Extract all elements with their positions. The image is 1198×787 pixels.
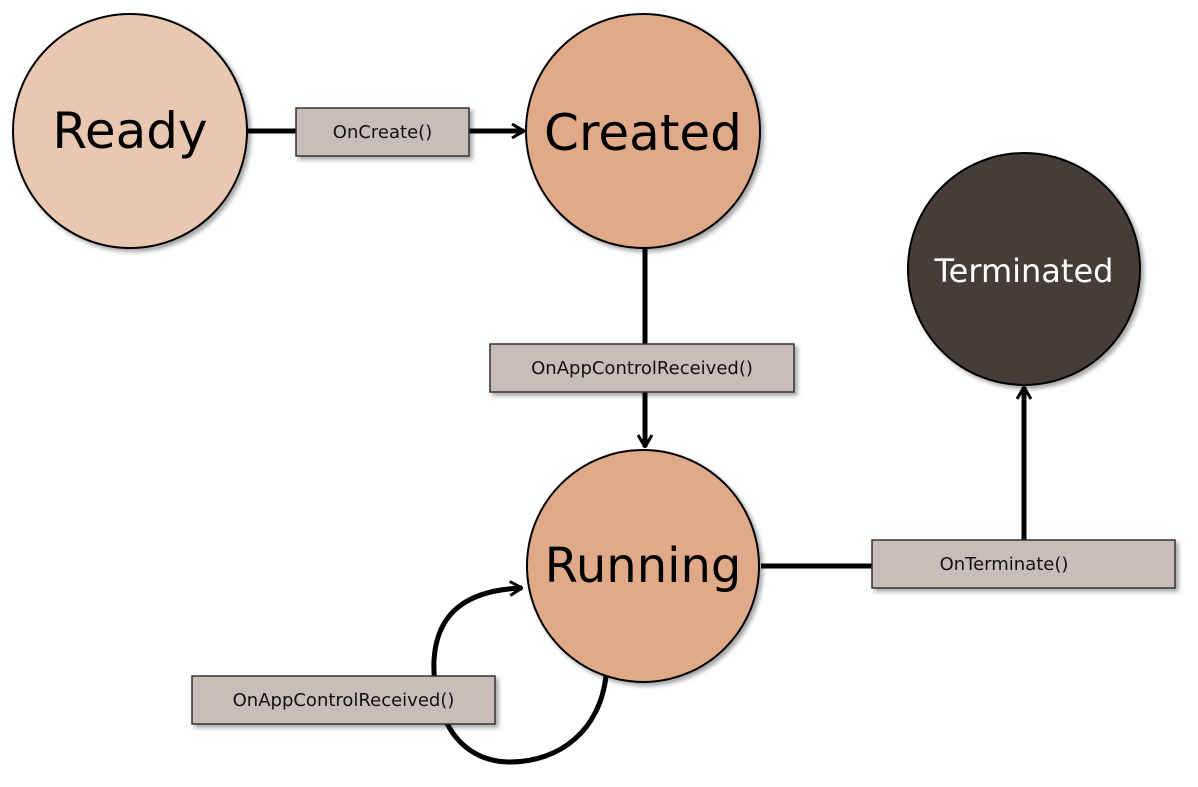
state-created-circle <box>525 13 761 249</box>
state-ready-circle <box>12 13 248 249</box>
transition-on-terminate: OnTerminate() <box>871 539 1176 589</box>
state-ready: Ready <box>12 13 248 249</box>
state-running: Running <box>526 449 760 683</box>
state-running-label: Running <box>545 538 742 594</box>
transition-on-app-control-received-loop-label: OnAppControlReceived() <box>233 690 455 711</box>
transition-on-create-label: OnCreate() <box>333 122 432 143</box>
transition-on-app-control-received-loop-box <box>191 675 496 725</box>
transition-on-terminate-box <box>871 539 1176 589</box>
state-terminated-circle <box>907 152 1141 386</box>
edge-running-loop <box>431 588 609 765</box>
transition-on-app-control-received-label: OnAppControlReceived() <box>531 358 753 379</box>
state-created-label: Created <box>544 104 742 162</box>
transition-on-terminate-label: OnTerminate() <box>940 554 1069 575</box>
state-ready-label: Ready <box>52 102 207 160</box>
transition-on-create-box <box>295 107 470 157</box>
transition-on-app-control-received-loop: OnAppControlReceived() <box>191 675 496 725</box>
edge-running-to-terminated <box>761 387 1024 569</box>
transition-on-app-control-received-box <box>489 343 795 393</box>
transition-on-app-control-received: OnAppControlReceived() <box>489 343 795 393</box>
transition-on-create: OnCreate() <box>295 107 470 157</box>
state-terminated: Terminated <box>907 152 1141 386</box>
state-terminated-label: Terminated <box>934 252 1114 290</box>
state-running-circle <box>526 449 760 683</box>
state-created: Created <box>525 13 761 249</box>
